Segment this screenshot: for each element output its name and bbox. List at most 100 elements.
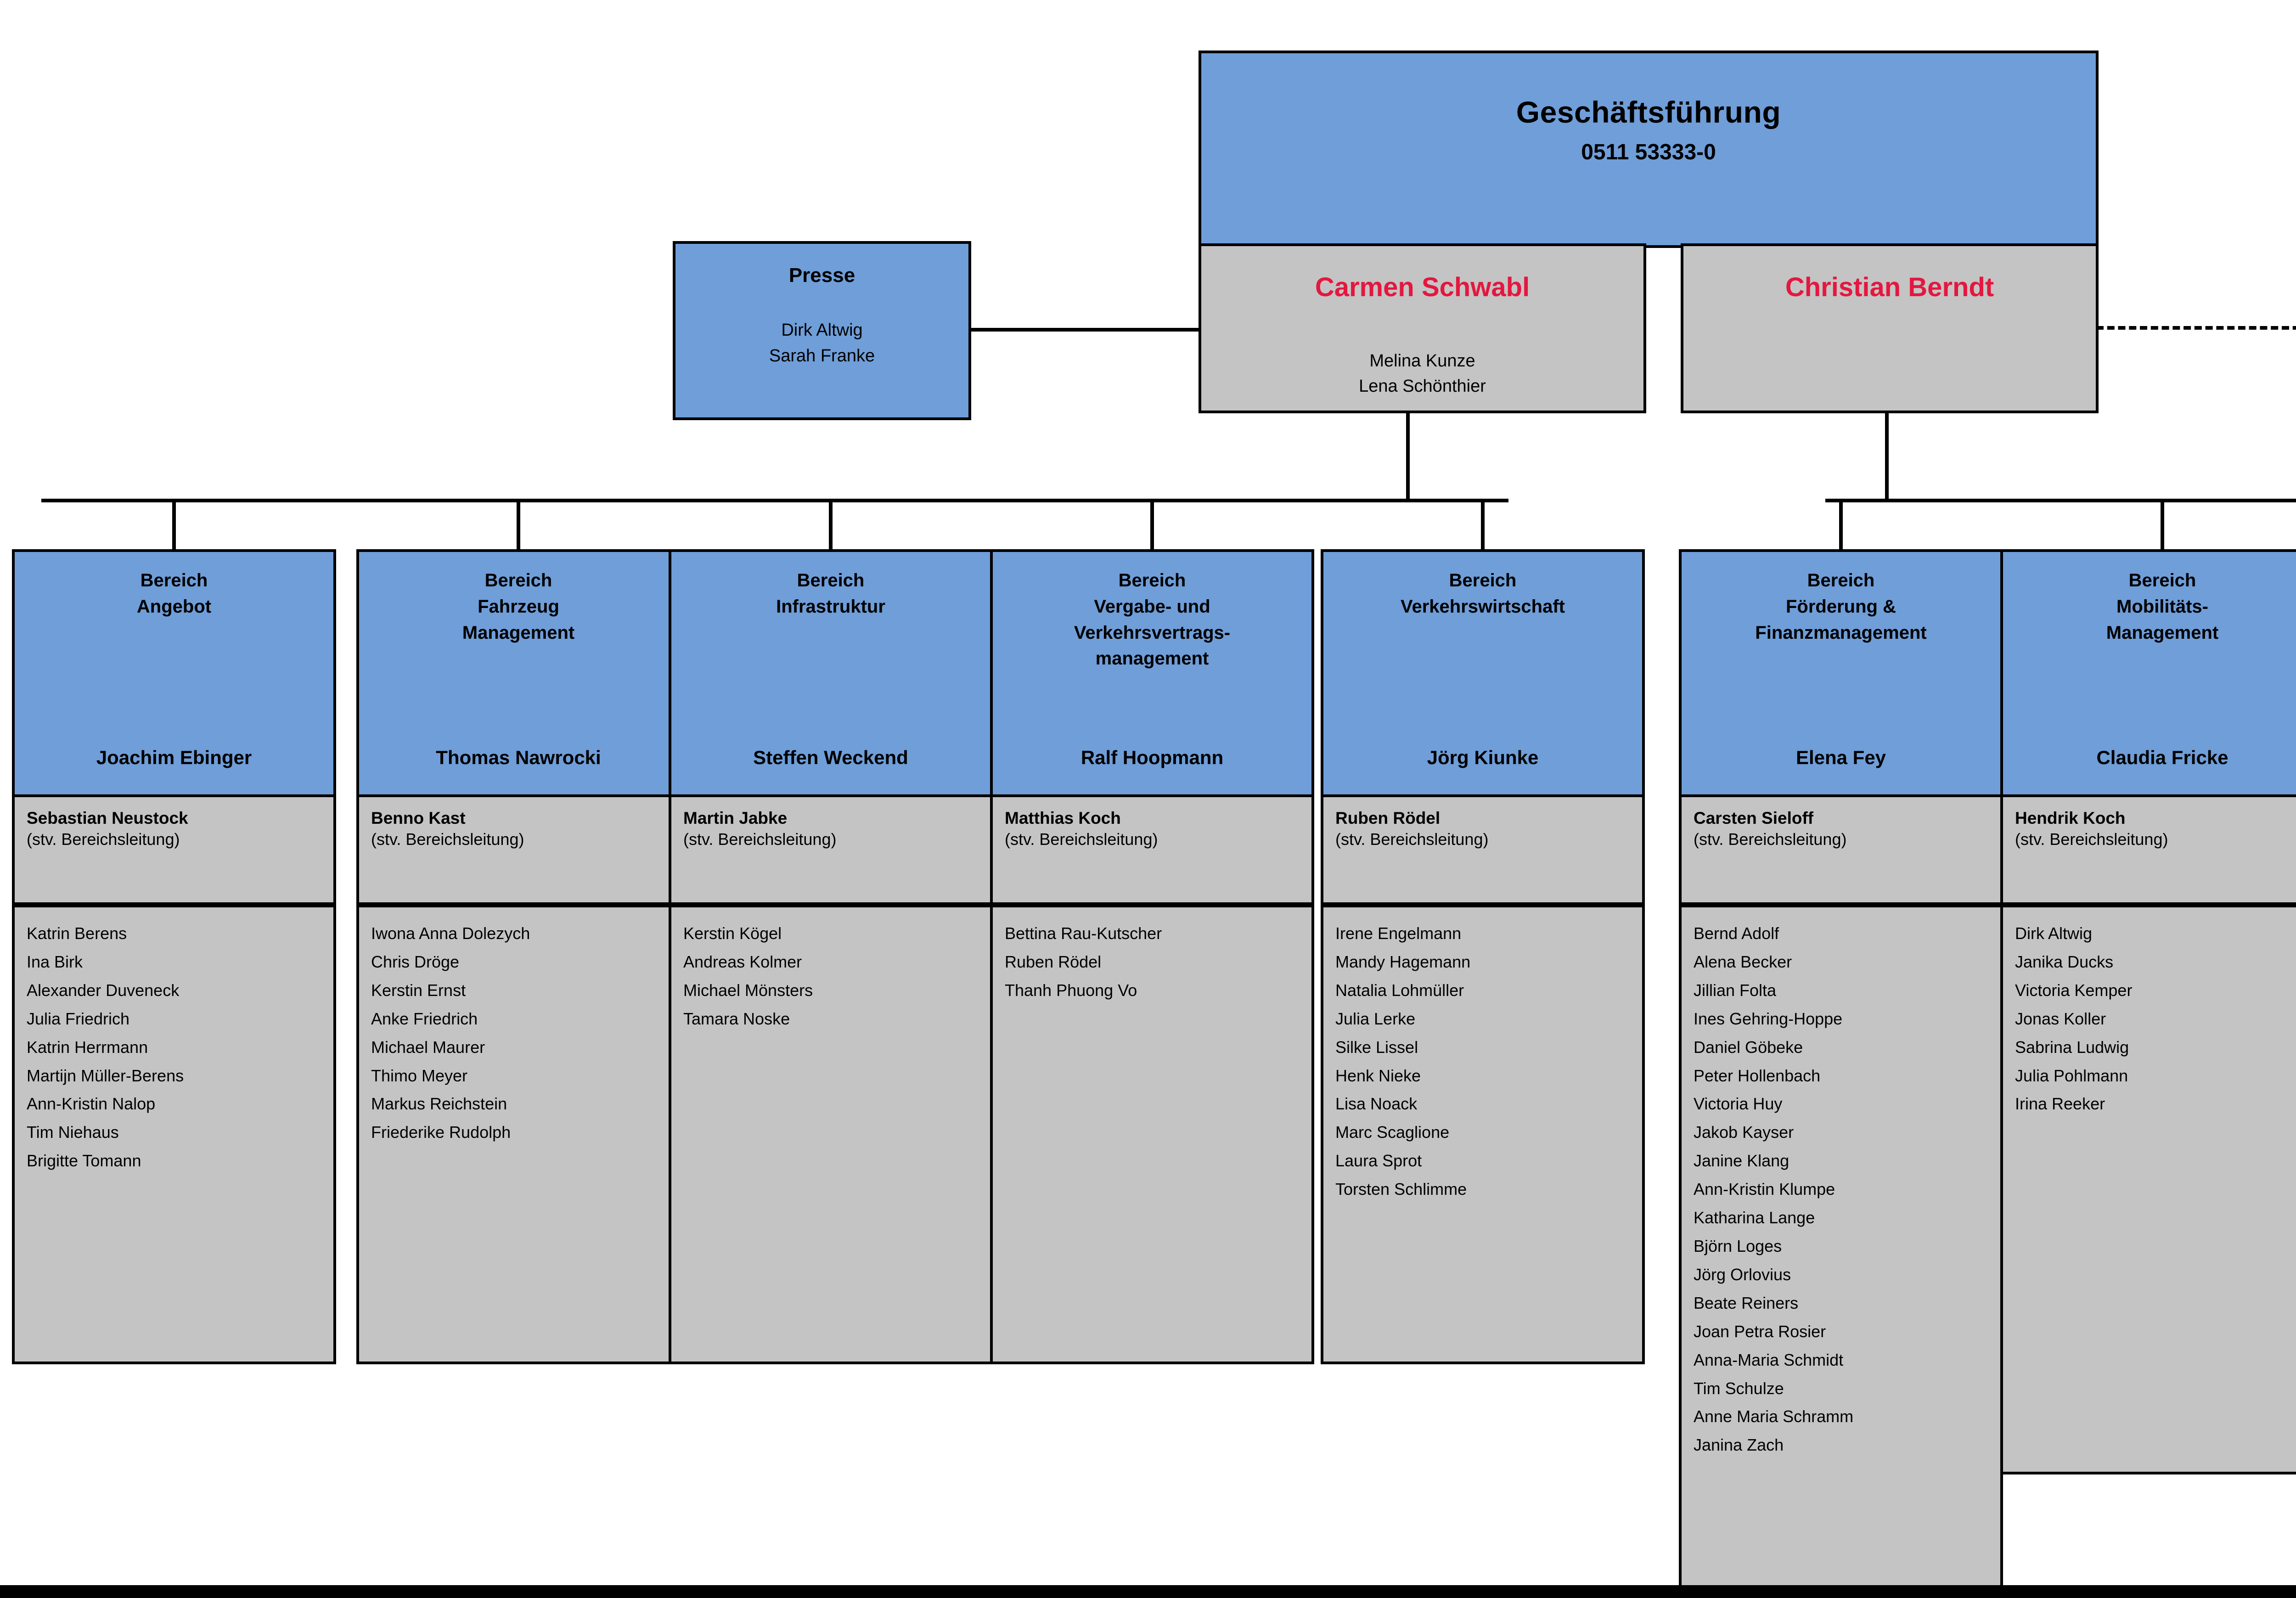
staff-name: Daniel Göbeke xyxy=(1694,1037,1803,1057)
staff-name: Brigitte Tomann xyxy=(27,1151,141,1170)
connector-bus-left xyxy=(41,499,1508,502)
staff-name: Jörg Orlovius xyxy=(1694,1265,1791,1284)
staff-name: Victoria Huy xyxy=(1694,1094,1783,1114)
department-name-line: Management xyxy=(462,622,575,643)
staff-name: Julia Lerke xyxy=(1335,1009,1416,1028)
department-deputy: Benno Kast (stv. Bereichsleitung) xyxy=(356,797,681,905)
staff-name: Beate Reiners xyxy=(1694,1293,1799,1312)
footer-rule xyxy=(0,1585,2296,1598)
staff-name: Alena Becker xyxy=(1694,952,1792,971)
staff-name: Katrin Herrmann xyxy=(27,1037,148,1057)
staff-name: Laura Sprot xyxy=(1335,1151,1422,1170)
deputy-name: Sebastian Neustock xyxy=(27,809,188,827)
department-name-line: Bereich xyxy=(2128,570,2196,591)
department-name-line: Bereich xyxy=(140,570,208,591)
staff-name: Thanh Phuong Vo xyxy=(1005,980,1137,1000)
department-name-line: Infrastruktur xyxy=(776,596,885,617)
department-deputy: Ruben Rödel (stv. Bereichsleitung) xyxy=(1321,797,1645,905)
deputy-name: Ruben Rödel xyxy=(1335,809,1441,827)
connector-riser-3 xyxy=(1150,499,1154,549)
staff-name: Dirk Altwig xyxy=(2015,924,2093,943)
managing-director-assistants: Melina Kunze Lena Schönthier xyxy=(1201,303,1643,399)
staff-name: Lisa Noack xyxy=(1335,1094,1418,1114)
staff-name: Sabrina Ludwig xyxy=(2015,1037,2129,1057)
department-lead: Claudia Fricke xyxy=(2096,747,2228,768)
staff-name: Ann-Kristin Nalop xyxy=(27,1094,156,1114)
staff-name: Chris Dröge xyxy=(371,952,460,971)
department-lead: Joachim Ebinger xyxy=(96,747,252,768)
geschaeftsfuehrung-phone: 0511 53333-0 xyxy=(1581,140,1716,164)
staff-name: Katharina Lange xyxy=(1694,1208,1815,1227)
staff-name: Natalia Lohmüller xyxy=(1335,980,1464,1000)
deputy-role: (stv. Bereichsleitung) xyxy=(1005,830,1158,849)
presse-title: Presse xyxy=(788,264,855,287)
department-name-line: Bereich xyxy=(484,570,552,591)
department-name-line: management xyxy=(1095,648,1209,669)
department-name-line: Bereich xyxy=(797,570,865,591)
connector-riser-6 xyxy=(2161,499,2164,549)
connector-riser-2 xyxy=(829,499,833,549)
assistant-name: Lena Schönthier xyxy=(1359,377,1486,396)
staff-name: Ruben Rödel xyxy=(1005,952,1102,971)
presse-box: Presse Dirk Altwig Sarah Franke xyxy=(673,241,971,420)
staff-name: Silke Lissel xyxy=(1335,1037,1418,1057)
staff-name: Ann-Kristin Klumpe xyxy=(1694,1180,1835,1199)
staff-name: Ines Gehring-Hoppe xyxy=(1694,1009,1843,1028)
connector-bus-right xyxy=(1825,499,2296,502)
department-name-line: Verkehrswirtschaft xyxy=(1401,596,1565,617)
staff-name: Jillian Folta xyxy=(1694,980,1777,1000)
staff-name: Michael Maurer xyxy=(371,1037,485,1057)
deputy-role: (stv. Bereichsleitung) xyxy=(27,830,180,849)
department-deputy: Martin Jabke (stv. Bereichsleitung) xyxy=(669,797,993,905)
department-name-line: Bereich xyxy=(1118,570,1186,591)
connector-presse xyxy=(969,328,1201,332)
connector-riser-0 xyxy=(172,499,176,549)
connector-riser-4 xyxy=(1481,499,1485,549)
staff-name: Dirk Altwig xyxy=(781,321,863,340)
staff-name: Jakob Kayser xyxy=(1694,1123,1794,1142)
staff-name: Markus Reichstein xyxy=(371,1094,507,1114)
geschaeftsfuehrung-title: Geschäftsführung xyxy=(1516,95,1781,129)
connector-datenschutz-dashed xyxy=(2096,326,2296,330)
connector-riser-5 xyxy=(1839,499,1843,549)
staff-name: Victoria Kemper xyxy=(2015,980,2133,1000)
staff-name: Anna-Maria Schmidt xyxy=(1694,1350,1844,1369)
staff-name: Bernd Adolf xyxy=(1694,924,1779,943)
department-name-line: Verkehrsvertrags- xyxy=(1074,622,1231,643)
staff-name: Janina Zach xyxy=(1694,1435,1784,1455)
staff-name: Thimo Meyer xyxy=(371,1066,468,1085)
staff-name: Julia Pohlmann xyxy=(2015,1066,2128,1085)
department-name-line: Bereich xyxy=(1449,570,1517,591)
connector-riser-1 xyxy=(517,499,520,549)
staff-name: Joan Petra Rosier xyxy=(1694,1322,1826,1341)
staff-name: Alexander Duveneck xyxy=(27,980,180,1000)
staff-name: Michael Mönsters xyxy=(683,980,813,1000)
deputy-role: (stv. Bereichsleitung) xyxy=(1335,830,1489,849)
geschaeftsfuehrung-box: Geschäftsführung 0511 53333-0 xyxy=(1199,51,2099,248)
staff-name: Anne Maria Schramm xyxy=(1694,1407,1854,1426)
managing-director-name: Christian Berndt xyxy=(1785,272,1994,302)
staff-name: Friederike Rudolph xyxy=(371,1123,511,1142)
staff-name: Iwona Anna Dolezych xyxy=(371,924,530,943)
managing-director-name: Carmen Schwabl xyxy=(1315,272,1530,302)
staff-name: Kerstin Kögel xyxy=(683,924,782,943)
